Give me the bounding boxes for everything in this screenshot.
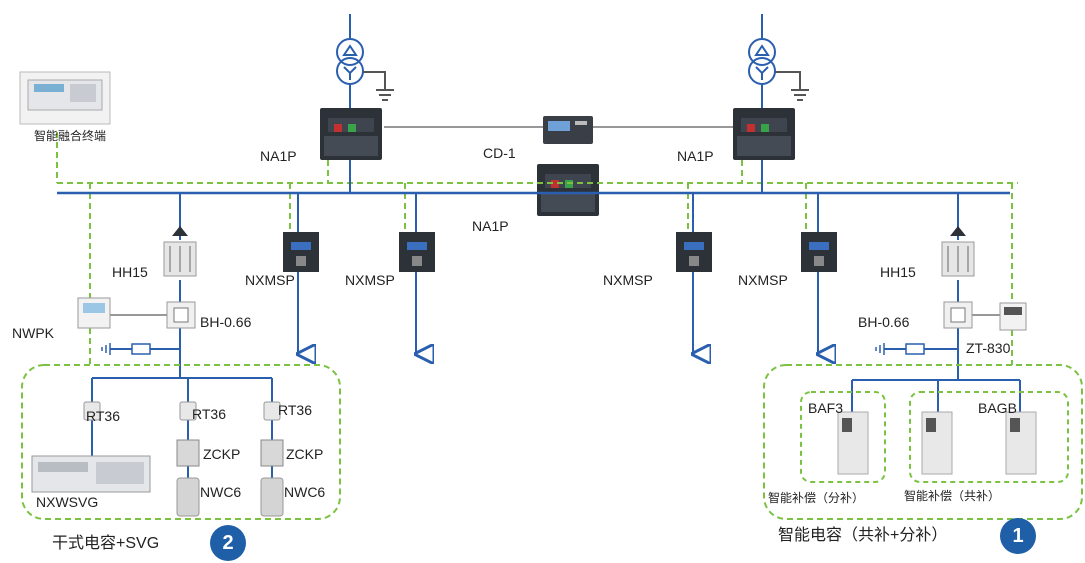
feeder-label-1: NXMSP (245, 272, 295, 288)
capacitor-label-2: NWC6 (284, 484, 326, 500)
contactor-label-1: ZCKP (203, 446, 241, 462)
mccb-device-2 (399, 232, 435, 272)
left-number-badge: 2 (210, 525, 246, 561)
controller-zt830-device (999, 302, 1027, 331)
smart-capacitor-units (837, 411, 1037, 475)
incomer-breaker-left (320, 108, 382, 160)
mccb-device-4 (801, 232, 837, 272)
common-group-label: BAGB (978, 400, 1017, 416)
split-group-frame (800, 391, 886, 483)
fuse-label-1: RT36 (86, 408, 120, 424)
communication-lines (56, 132, 1018, 365)
fuse-label-2: RT36 (192, 406, 226, 422)
contactor-label-2: ZCKP (286, 446, 324, 462)
controller-cd1-device (543, 116, 593, 144)
left-caption: 干式电容+SVG (52, 535, 160, 552)
mccb-device-3 (676, 232, 712, 272)
capacitor-label-1: NWC6 (200, 484, 242, 500)
transformer-left-icon (336, 14, 394, 108)
right-branch-wiring (851, 193, 1021, 412)
right-caption: 智能电容（共补+分补） (778, 527, 948, 544)
capacitor-cylinders-left (176, 477, 284, 517)
left-ct-label: BH-0.66 (200, 314, 252, 330)
left-monitor-label: NWPK (12, 325, 54, 341)
disconnect-switch-left-icon (163, 226, 197, 277)
feeder-label-2: NXMSP (345, 272, 395, 288)
contactor-devices-left (176, 439, 284, 467)
feeder-lines (298, 193, 818, 354)
disconnect-switch-right-icon (941, 226, 975, 277)
svg-label: NXWSVG (36, 494, 99, 510)
incomer-breaker-right (733, 108, 795, 160)
tie-breaker (537, 164, 599, 216)
right-incomer-label: NA1P (677, 148, 714, 164)
common-caption: 智能补偿（共补） (904, 489, 1001, 503)
smart-terminal-device (19, 71, 111, 125)
right-number-badge: 1 (1000, 518, 1036, 554)
right-controller-label: ZT-830 (966, 340, 1011, 356)
left-switch-label: HH15 (112, 264, 148, 280)
right-switch-label: HH15 (880, 264, 916, 280)
split-group-label: BAF3 (808, 400, 844, 416)
fuse-label-3: RT36 (278, 402, 312, 418)
terminal-label: 智能融合终端 (34, 129, 107, 143)
transformer-right-icon (748, 14, 809, 108)
ct-right-device (943, 301, 973, 329)
svg-device (31, 455, 151, 493)
mccb-device-1 (283, 232, 319, 272)
fuse-devices-left (83, 401, 281, 421)
right-capacitor-frame (763, 364, 1083, 520)
feeder-label-4: NXMSP (738, 272, 788, 288)
left-incomer-label: NA1P (260, 148, 297, 164)
common-group-frame (909, 391, 1069, 483)
split-caption: 智能补偿（分补） (768, 491, 865, 505)
left-capacitor-frame (21, 364, 341, 520)
tie-breaker-label: NA1P (472, 218, 509, 234)
feeder-label-3: NXMSP (603, 272, 653, 288)
right-ct-label: BH-0.66 (858, 314, 910, 330)
surge-arrester-left-icon (101, 343, 151, 355)
surge-arrester-right-icon (875, 343, 925, 355)
ct-left-device (166, 301, 196, 329)
monitor-nwpk-device (77, 297, 111, 329)
controller-label: CD-1 (483, 145, 516, 161)
